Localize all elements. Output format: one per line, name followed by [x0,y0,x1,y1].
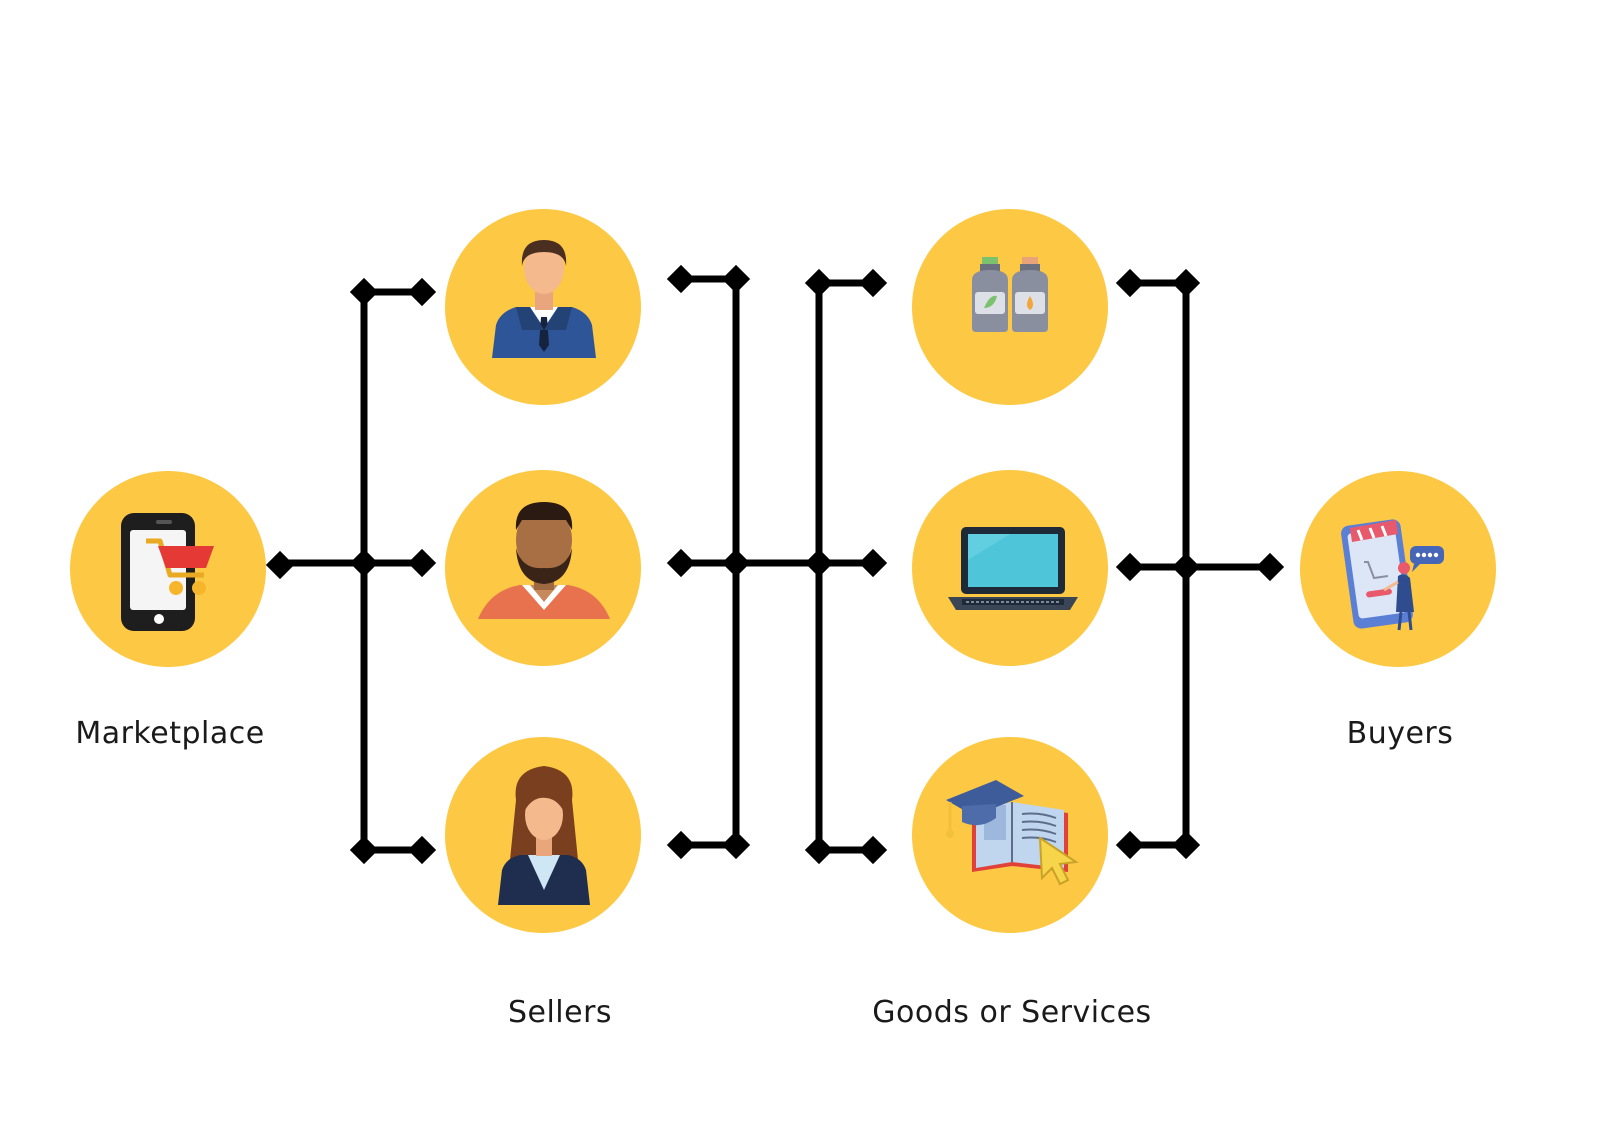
connector-node [666,548,696,578]
connector-node [349,835,379,865]
connector-node [1255,552,1285,582]
connector-node [1171,552,1201,582]
connector-node [858,835,888,865]
connector-node [1171,268,1201,298]
connector-node [804,835,834,865]
online-education-icon [946,780,1079,886]
connector-node [407,835,437,865]
connector-goods-buyers [1126,279,1274,849]
connector-node [407,277,437,307]
connector-node [349,548,379,578]
connector-node [858,548,888,578]
connector-node [265,550,295,580]
bottles-icon [972,257,1048,332]
connector-node [407,548,437,578]
connector-node [721,548,751,578]
buyers-label: Buyers [1347,716,1454,751]
goods-label: Goods or Services [872,995,1151,1030]
connector-node [1115,268,1145,298]
sellers-label: Sellers [508,995,612,1030]
connector-node [721,264,751,294]
goods-circle-1 [912,209,1108,405]
connector-node [1115,830,1145,860]
connector-node [666,264,696,294]
connector-node [666,830,696,860]
connector-node [1171,830,1201,860]
laptop-icon [948,527,1078,610]
connector-node [349,277,379,307]
mobile-shopper-icon [1341,519,1444,631]
connector-sellers-goods [677,275,886,854]
businessman-icon [492,240,596,358]
connector-node [858,268,888,298]
connector-node [804,548,834,578]
connector-nodes [265,264,1285,865]
marketplace-label: Marketplace [75,716,264,751]
connector-node [1115,552,1145,582]
bearded-man-icon [478,502,610,619]
connector-node [721,830,751,860]
connector-marketplace-sellers [274,288,426,854]
connector-node [804,268,834,298]
phone-cart-icon [121,513,214,631]
businesswoman-icon [498,766,590,905]
